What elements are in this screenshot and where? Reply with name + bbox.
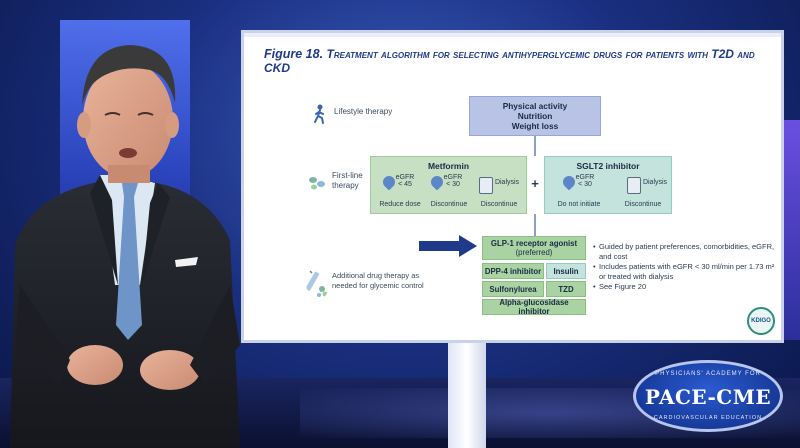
glp1-label: GLP-1 receptor agonist [490, 239, 578, 248]
presenter-photo [10, 45, 240, 448]
sglt2-dialysis: Dialysis [642, 179, 668, 186]
criterion-value: < 45 [398, 181, 412, 188]
sulfonylurea-box: Sulfonylurea [482, 281, 544, 297]
guidance-bullet: Includes patients with eGFR < 30 ml/min … [593, 262, 781, 282]
criterion-label: eGFR [443, 174, 463, 181]
plus-sign: + [531, 176, 539, 191]
lifestyle-box: Physical activity Nutrition Weight loss [469, 96, 601, 136]
pills-icon [309, 177, 325, 190]
metformin-action-discontinue: Discontinue [430, 201, 468, 208]
kdigo-logo: KDIGO [747, 307, 775, 335]
metformin-dialysis: Dialysis [494, 179, 520, 186]
guidance-notes: Guided by patient preferences, comorbidi… [593, 242, 781, 292]
arrow-right-icon [419, 235, 477, 257]
alpha-glucosidase-box: Alpha-glucosidase inhibitor [482, 298, 586, 316]
connector-line [534, 214, 536, 236]
connector-line [534, 136, 536, 156]
metformin-action-reduce: Reduce dose [379, 201, 421, 208]
figure-title: Figure 18. Treatment algorithm for selec… [264, 47, 774, 75]
metformin-title: Metformin [427, 161, 470, 171]
metformin-egfr-45: eGFR < 45 [393, 174, 417, 188]
dpp4-box: DPP-4 inhibitor [482, 263, 544, 279]
tzd-box: TZD [546, 281, 586, 297]
sglt2-title: SGLT2 inhibitor [576, 161, 640, 171]
row-label-lifestyle: Lifestyle therapy [334, 107, 393, 116]
glp1-preferred: (preferred) [515, 248, 553, 257]
criterion-label: eGFR [395, 174, 415, 181]
metformin-box: Metformin eGFR < 45 Reduce dose eGFR < 3… [370, 156, 527, 214]
screen-top-bar [244, 33, 781, 37]
row-label-first-line: First-line therapy [332, 171, 363, 190]
figure-label: Figure 18. [264, 47, 324, 61]
guidance-bullet: See Figure 20 [593, 282, 781, 292]
lifestyle-item: Weight loss [511, 121, 559, 131]
pace-cme-logo: PHYSICIANS' ACADEMY FOR PACE-CME CARDIOV… [633, 360, 783, 432]
guidance-bullet: Guided by patient preferences, comorbidi… [593, 242, 781, 262]
dialysis-icon [627, 177, 641, 194]
row-label-additional: Additional drug therapy as needed for gl… [332, 271, 424, 290]
figure-caption: Treatment algorithm for selecting antihy… [264, 47, 755, 75]
lifestyle-item: Physical activity [502, 101, 568, 111]
insulin-box: Insulin [546, 263, 586, 279]
dialysis-icon [479, 177, 493, 194]
sglt2-box: SGLT2 inhibitor eGFR < 30 Do not initiat… [544, 156, 672, 214]
criterion-value: < 30 [578, 181, 592, 188]
criterion-value: < 30 [446, 181, 460, 188]
glp1-box: GLP-1 receptor agonist (preferred) [482, 236, 586, 260]
sglt2-action-initiate: Do not initiate [557, 201, 601, 208]
lifestyle-item: Nutrition [517, 111, 553, 121]
sglt2-action-discontinue: Discontinue [624, 201, 662, 208]
metformin-egfr-30: eGFR < 30 [441, 174, 465, 188]
criterion-label: eGFR [575, 174, 595, 181]
metformin-action-dialysis: Discontinue [480, 201, 518, 208]
logo-bottom-text: CARDIOVASCULAR EDUCATION [653, 415, 763, 421]
sglt2-egfr-30: eGFR < 30 [573, 174, 597, 188]
logo-main-text: PACE-CME [644, 385, 772, 409]
presentation-screen: Figure 18. Treatment algorithm for selec… [241, 30, 784, 343]
logo-top-text: PHYSICIANS' ACADEMY FOR [655, 371, 761, 377]
walking-person-icon [314, 104, 324, 124]
syringe-pills-icon [306, 268, 328, 297]
